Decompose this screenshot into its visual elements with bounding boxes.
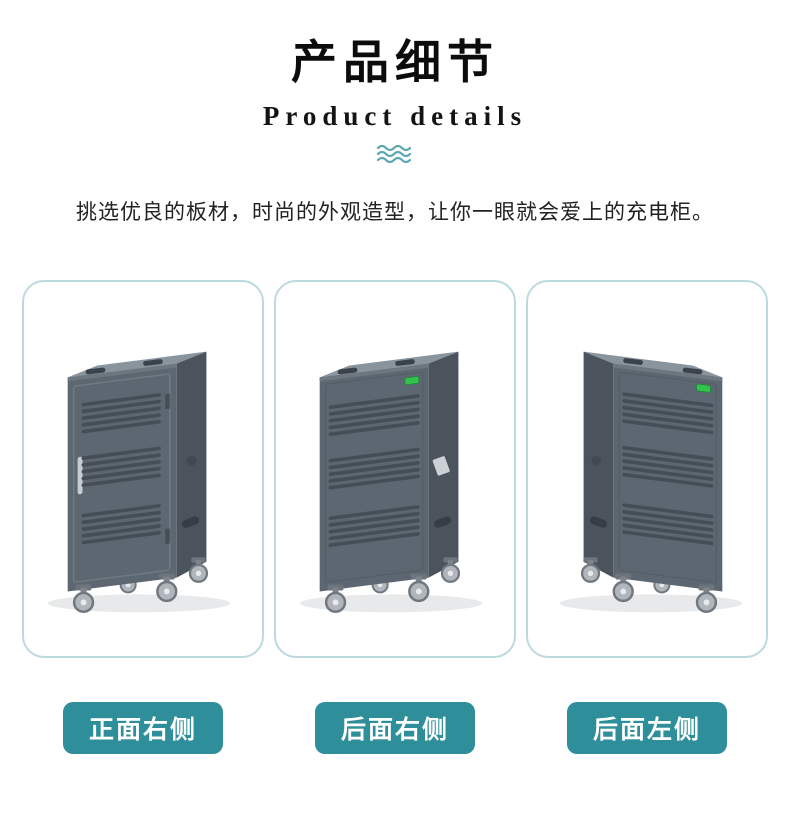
cabinet-back-panel xyxy=(325,371,424,584)
door-handle xyxy=(77,457,83,495)
label-cell-back-right: 后面右侧 xyxy=(274,702,516,754)
cabinet-back-right-image xyxy=(299,352,483,614)
page-title: 产品细节 xyxy=(291,36,499,88)
vent-grilles xyxy=(328,394,420,548)
view-label-front-right: 正面右侧 xyxy=(62,702,223,754)
cabinet-front-right-image xyxy=(47,352,231,614)
cabinet-back-panel xyxy=(618,372,717,584)
product-card-back-left xyxy=(526,280,768,658)
description-text: 挑选优良的板材，时尚的外观造型，让你一眼就会爱上的充电柜。 xyxy=(76,201,714,224)
vent-grilles xyxy=(622,392,714,546)
product-details-section: 产品细节 Product details 挑选优良的板材，时尚的外观造型，让你一… xyxy=(0,26,790,826)
cabinet-back-left-image xyxy=(559,352,743,614)
view-label-back-right: 后面右侧 xyxy=(314,702,475,754)
side-label-plate xyxy=(432,456,450,477)
product-card-front-right xyxy=(22,280,264,658)
page-subtitle: Product details xyxy=(262,101,528,131)
label-cell-front-right: 正面右侧 xyxy=(22,702,264,754)
power-indicator xyxy=(696,384,711,394)
product-card-back-right xyxy=(274,280,516,658)
power-indicator xyxy=(404,376,420,386)
label-cell-back-left: 后面左侧 xyxy=(526,702,768,754)
product-image-row xyxy=(0,280,790,658)
cabinet-door xyxy=(72,373,171,584)
view-label-back-left: 后面左侧 xyxy=(566,702,727,754)
vent-grilles xyxy=(81,393,161,545)
triple-wave-icon xyxy=(0,144,790,166)
view-label-row: 正面右侧 后面右侧 后面左侧 xyxy=(0,702,790,754)
